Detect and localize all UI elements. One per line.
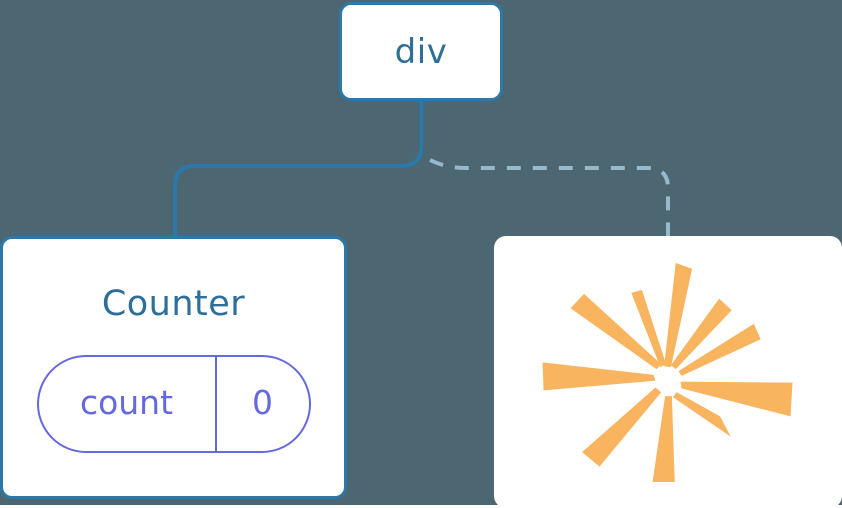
ray-e: [680, 381, 793, 417]
ray-w: [542, 362, 656, 391]
ray-s: [652, 396, 675, 483]
ray-ese: [672, 392, 731, 437]
state-pill-divider: [214, 357, 217, 451]
state-pill-key: count: [79, 383, 174, 422]
node-counter[interactable]: Counter count 0: [0, 236, 347, 499]
ray-wnw: [570, 293, 662, 370]
ray-nne: [670, 298, 732, 370]
node-div-label: div: [394, 31, 448, 72]
ray-ene: [678, 323, 761, 376]
node-counter-title: Counter: [101, 284, 246, 324]
sparkle-burst-icon: [542, 262, 793, 483]
ray-nnw: [631, 289, 667, 368]
connector-div-to-counter: [173, 99, 424, 240]
state-pill-value: 0: [252, 383, 273, 422]
ray-n: [664, 262, 693, 368]
state-pill[interactable]: count 0: [36, 355, 311, 453]
node-div[interactable]: div: [339, 2, 503, 101]
ray-wsw: [582, 387, 662, 467]
node-sparkle[interactable]: [494, 236, 842, 508]
connector-div-to-sparkle: [429, 158, 670, 240]
